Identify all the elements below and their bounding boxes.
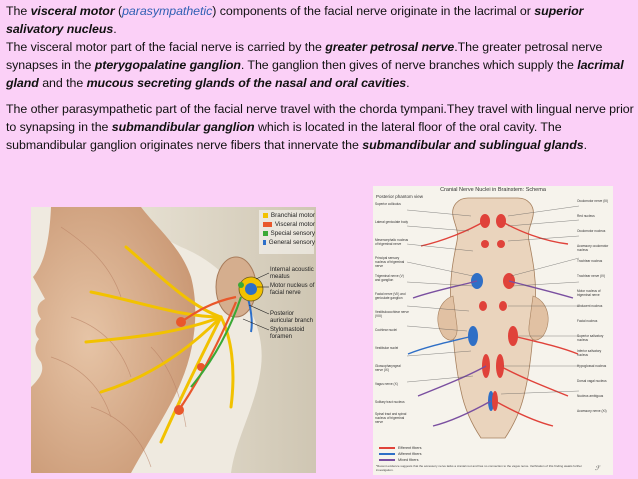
legend-swatch-general-sensory bbox=[263, 240, 266, 245]
text-run: . bbox=[583, 138, 587, 152]
text-run: . bbox=[113, 22, 117, 36]
label-left: Spinal tract and spinal nucleus of trige… bbox=[375, 412, 407, 424]
label-right: Oculomotor nerve (III) bbox=[577, 199, 608, 203]
label-right: Abducent nucleus bbox=[577, 304, 603, 308]
legend-label: Visceral motor bbox=[274, 221, 315, 228]
text-run: ) components of the facial nerve origina… bbox=[212, 4, 535, 18]
label-left: Mesencephalic nucleus of trigeminal nerv… bbox=[375, 238, 409, 246]
term-mucous-glands: mucous secreting glands of the nasal and… bbox=[86, 76, 407, 90]
term-parasympathetic: parasympathetic bbox=[122, 4, 213, 18]
label-left: Vagus nerve (X) bbox=[375, 382, 398, 386]
text-run: The visceral motor part of the facial ne… bbox=[6, 40, 326, 54]
term-lacrimal-gland: lacrimal gland bbox=[6, 58, 624, 90]
term-submandibular-ganglion: submandibular ganglion bbox=[111, 120, 255, 134]
label-left: Cochlear nuclei bbox=[375, 328, 397, 332]
legend-item: Visceral motor bbox=[263, 220, 315, 229]
svg-text:ℱ: ℱ bbox=[595, 465, 601, 472]
label-posterior-auricular-branch: Posterior auricular branch bbox=[270, 311, 314, 324]
term-superior-salivatory-nucleus: superior salivatory nucleus bbox=[6, 4, 584, 36]
label-right: Oculomotor nucleus bbox=[577, 229, 606, 233]
label-motor-nucleus: Motor nucleus of facial nerve bbox=[270, 283, 315, 296]
legend-item: Special sensory bbox=[263, 229, 315, 238]
label-left: Superior colliculus bbox=[375, 202, 401, 206]
brainstem-nuclei-figure: Cranial Nerve Nuclei in Brainstem: Schem… bbox=[373, 186, 613, 475]
label-left: Solitary tract nucleus bbox=[375, 400, 405, 404]
legend-label: Special sensory bbox=[270, 230, 315, 237]
key-mixed-label: Mixed fibers bbox=[398, 458, 419, 462]
label-left: Vestibular nuclei bbox=[375, 346, 399, 350]
text-run: . bbox=[406, 76, 410, 90]
label-right: Superior salivatory nucleus bbox=[577, 334, 604, 342]
term-submandibular-sublingual-glands: submandibular and sublingual glands bbox=[362, 138, 584, 152]
term-pterygopalatine-ganglion: pterygopalatine ganglion bbox=[94, 58, 241, 72]
left-label-list: Superior colliculus Lateral geniculate b… bbox=[375, 202, 409, 424]
text-run: ( bbox=[114, 4, 123, 18]
facial-nerve-illustration bbox=[31, 207, 316, 473]
legend-swatch-visceral-motor bbox=[263, 222, 272, 227]
text-run: which is located in the lateral floor of… bbox=[6, 120, 562, 152]
text-run: The other parasympathetic part of the fa… bbox=[6, 102, 634, 134]
label-right: Red nucleus bbox=[577, 214, 595, 218]
label-left: Lateral geniculate body bbox=[375, 220, 408, 224]
nucleus-detail bbox=[238, 276, 264, 302]
label-stylomastoid-foramen: Stylomastoid foramen bbox=[270, 327, 305, 340]
right-label-list: Oculomotor nerve (III) Red nucleus Oculo… bbox=[577, 199, 613, 425]
label-right: Dorsal vagal nucleus bbox=[577, 379, 607, 383]
label-left: Glossopharyngeal nerve (IX) bbox=[375, 364, 401, 372]
label-left: Principal sensory nucleus of trigeminal … bbox=[375, 256, 405, 268]
label-right: Trochlear nerve (IV) bbox=[577, 274, 606, 278]
figure-footnote: *Recent evidence suggests that the acces… bbox=[376, 464, 582, 472]
legend-swatch-special-sensory bbox=[263, 231, 268, 236]
paragraph-chorda-tympani: The other parasympathetic part of the fa… bbox=[6, 100, 634, 154]
brainstem-illustration: ℱ bbox=[379, 197, 601, 472]
key-afferent-label: Afferent fibers bbox=[398, 452, 422, 456]
legend-label: General sensory bbox=[268, 239, 315, 246]
legend-item: Branchial motor bbox=[263, 211, 315, 220]
label-right: Trochlear nucleus bbox=[577, 259, 603, 263]
paragraph-greater-petrosal: The visceral motor part of the facial ne… bbox=[6, 38, 634, 92]
label-right: Inferior salivatory nucleus bbox=[577, 349, 602, 357]
facial-nerve-figure: Branchial motor Visceral motor Special s… bbox=[31, 207, 316, 473]
label-right: Accessory oculomotor nucleus bbox=[577, 244, 609, 252]
label-right: Facial nucleus bbox=[577, 319, 598, 323]
label-left: Trigeminal nerve (V) and ganglion bbox=[375, 274, 404, 282]
term-greater-petrosal-nerve: greater petrosal nerve bbox=[325, 40, 455, 54]
figure-title: Cranial Nerve Nuclei in Brainstem: Schem… bbox=[440, 187, 546, 193]
figure-subtitle: Posterior phantom view bbox=[376, 194, 424, 199]
label-right: Motor nucleus of trigeminal nerve bbox=[577, 289, 601, 297]
figure-legend bbox=[259, 210, 314, 254]
legend-label: Branchial motor bbox=[270, 212, 315, 219]
text-run: The bbox=[6, 4, 31, 18]
legend-list: Branchial motor Visceral motor Special s… bbox=[263, 211, 315, 247]
text-run: and the bbox=[38, 76, 87, 90]
legend-swatch-branchial-motor bbox=[263, 213, 268, 218]
label-right: Nucleus ambiguus bbox=[577, 394, 604, 398]
label-right: Accessory nerve (XI) bbox=[577, 409, 607, 413]
term-visceral-motor: visceral motor bbox=[30, 4, 115, 18]
label-internal-acoustic-meatus: Internal acoustic meatus bbox=[270, 267, 314, 280]
text-block: The visceral motor (parasympathetic) com… bbox=[6, 2, 634, 154]
legend-item: General sensory bbox=[263, 238, 315, 247]
label-left: Facial nerve (VII) and geniculate gangli… bbox=[375, 292, 406, 300]
label-right: Hypoglossal nucleus bbox=[577, 364, 607, 368]
fiber-key: Efferent fibers Afferent fibers Mixed fi… bbox=[398, 445, 422, 463]
paragraph-visceral-motor: The visceral motor (parasympathetic) com… bbox=[6, 2, 634, 38]
text-run: . The ganglion then gives of nerve branc… bbox=[240, 58, 578, 72]
text-run: .The greater petrosal nerve synapses in … bbox=[6, 40, 603, 72]
label-left: Vestibulocochlear nerve (VIII) bbox=[375, 310, 409, 318]
key-efferent-label: Efferent fibers bbox=[398, 446, 422, 450]
